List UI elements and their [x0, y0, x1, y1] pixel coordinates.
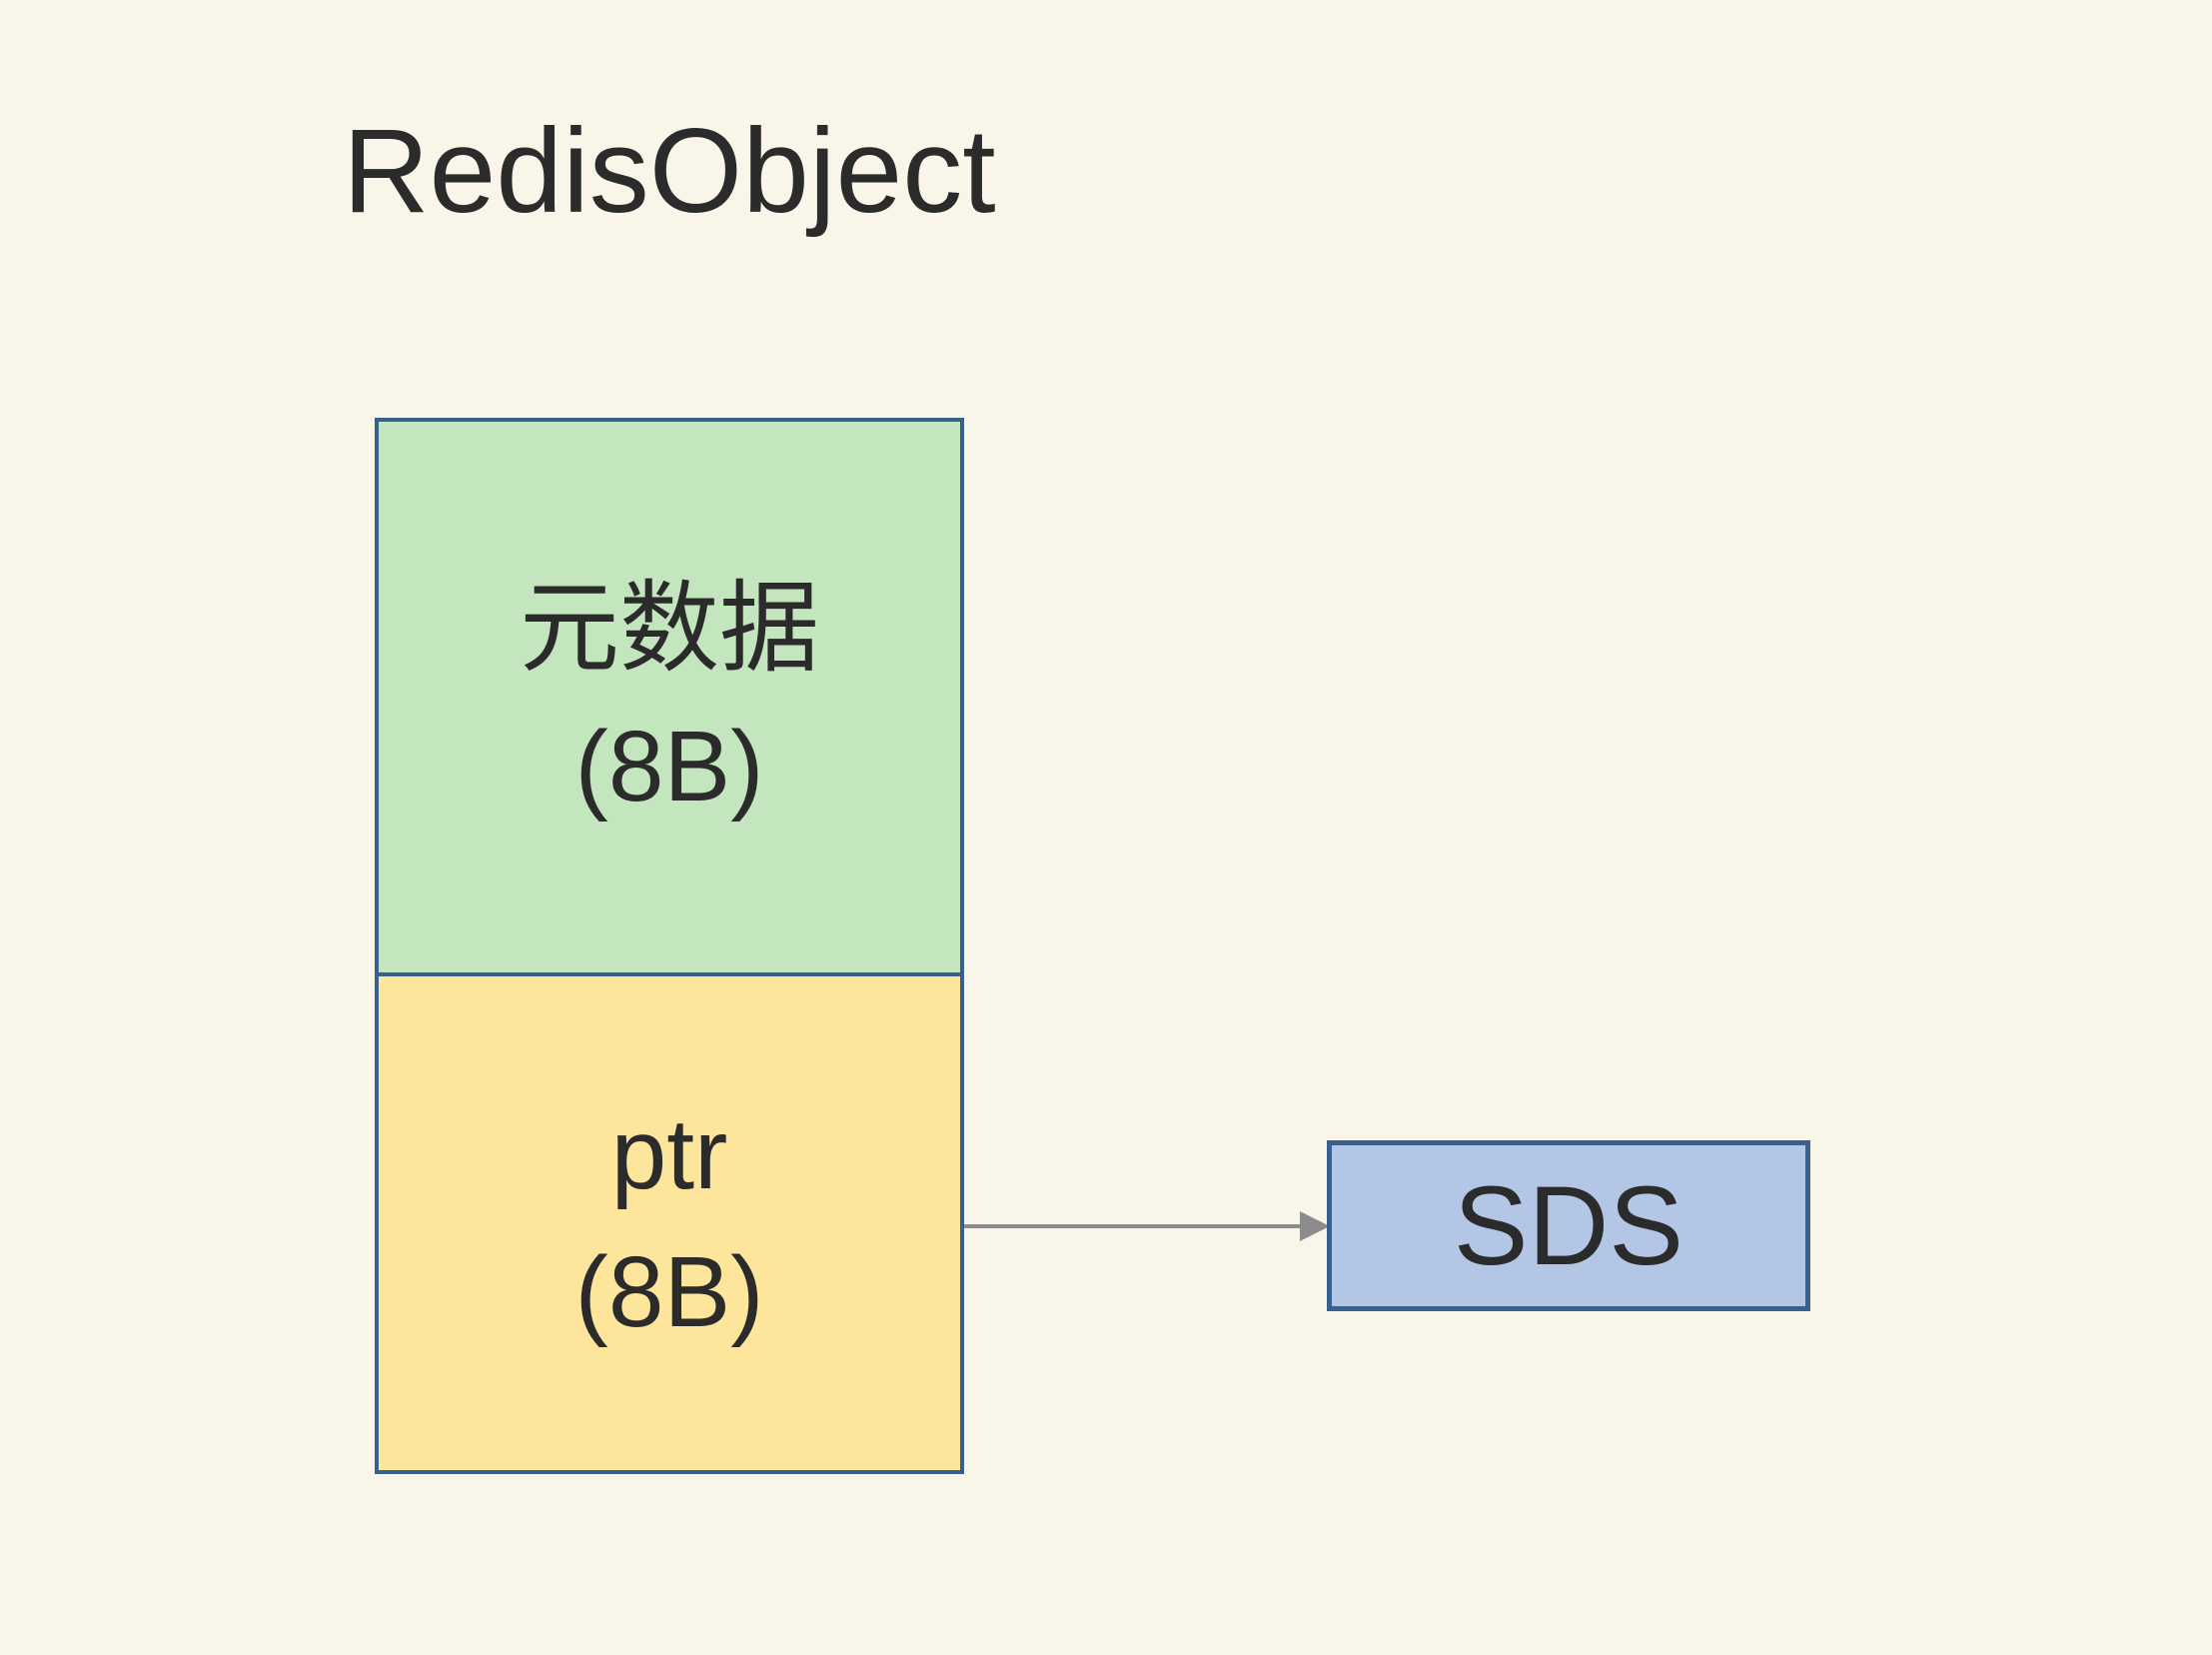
- diagram-title: RedisObject: [343, 104, 996, 238]
- ptr-cell-size: (8B): [574, 1236, 764, 1348]
- sds-box-label: SDS: [1453, 1163, 1684, 1288]
- ptr-cell: ptr (8B): [375, 972, 964, 1474]
- sds-box: SDS: [1327, 1140, 1810, 1311]
- redisobject-struct: 元数据 (8B) ptr (8B): [375, 418, 964, 1474]
- ptr-to-sds-arrowhead-icon: [1300, 1211, 1330, 1241]
- metadata-cell: 元数据 (8B): [375, 418, 964, 976]
- ptr-cell-label: ptr: [610, 1098, 728, 1210]
- metadata-cell-size: (8B): [574, 710, 764, 823]
- metadata-cell-label: 元数据: [520, 572, 819, 685]
- ptr-to-sds-arrow-line: [964, 1224, 1304, 1228]
